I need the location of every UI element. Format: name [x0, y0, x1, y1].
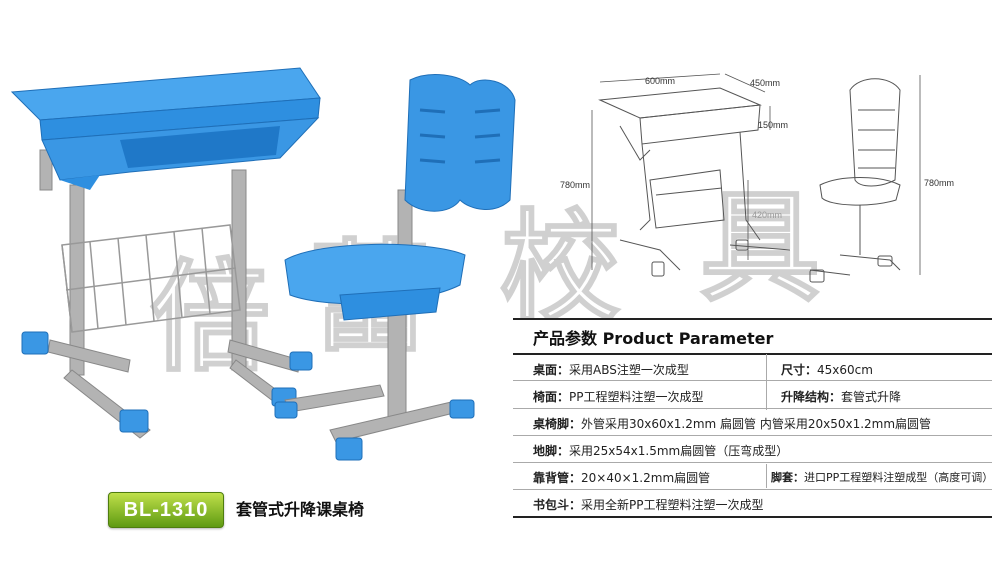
- legs-value: 外管采用30x60x1.2mm 扁圆管 内管采用20x50x1.2mm扁圆管: [581, 417, 932, 431]
- chair-seat: [284, 243, 466, 321]
- desk-chair-photo: [10, 67, 516, 461]
- product-name: 套管式升降课桌椅: [236, 500, 365, 519]
- size-label: 尺寸：: [781, 363, 818, 377]
- cap-label: 脚套：: [771, 471, 804, 484]
- chair-frame: [284, 189, 467, 443]
- row-divider: [513, 435, 992, 436]
- param-row-desktop: 桌面：采用ABS注塑一次成型: [533, 361, 689, 378]
- size-value: 45x60cm: [817, 363, 873, 377]
- param-row-cap: 脚套：进口PP工程塑料注塑成型（高度可调）: [771, 469, 993, 485]
- lift-label: 升降结构：: [781, 390, 842, 404]
- param-row-back: 靠背管：20×40×1.2mm扁圆管: [533, 469, 710, 486]
- lift-value: 套管式升降: [841, 390, 902, 404]
- back-value: 20×40×1.2mm扁圆管: [581, 471, 711, 485]
- dim-chair-height: 780mm: [924, 178, 955, 188]
- row-divider: [513, 408, 992, 409]
- param-row-lift: 升降结构：套管式升降: [781, 388, 901, 405]
- param-row-legs: 桌椅脚：外管采用30x60x1.2mm 扁圆管 内管采用20x50x1.2mm扁…: [533, 415, 931, 432]
- bag-label: 书包斗：: [533, 498, 582, 512]
- column-divider: [766, 464, 767, 488]
- chair-back: [404, 74, 516, 212]
- dim-seat-height: 420mm: [752, 210, 783, 220]
- cap-value: 进口PP工程塑料注塑成型（高度可调）: [804, 471, 994, 484]
- param-row-bag: 书包斗：采用全新PP工程塑料注塑一次成型: [533, 496, 764, 513]
- param-row-seat: 椅面：PP工程塑料注塑一次成型: [533, 388, 704, 405]
- desktop-label: 桌面：: [533, 363, 570, 377]
- bag-value: 采用全新PP工程塑料注塑一次成型: [581, 498, 764, 512]
- dim-desk-height: 780mm: [560, 180, 591, 190]
- chair-foot-caps: [274, 399, 475, 461]
- dim-width: 600mm: [645, 76, 676, 86]
- legs-label: 桌椅脚：: [533, 417, 582, 431]
- column-divider: [766, 354, 767, 410]
- desk-basket: [61, 224, 241, 333]
- dim-drawer: 150mm: [758, 120, 789, 130]
- desktop-value: 采用ABS注塑一次成型: [569, 363, 689, 377]
- row-divider: [513, 489, 992, 490]
- foot-value: 采用25x54x1.5mm扁圆管（压弯成型）: [569, 444, 789, 458]
- dimension-sketch: 600mm 450mm 150mm 780mm 420mm 780mm: [560, 70, 990, 300]
- parameter-title: 产品参数 Product Parameter: [533, 329, 774, 348]
- foot-label: 地脚：: [533, 444, 570, 458]
- parameter-title-bar: 产品参数 Product Parameter: [513, 318, 992, 355]
- seat-value: PP工程塑料注塑一次成型: [569, 390, 704, 404]
- back-label: 靠背管：: [533, 471, 582, 485]
- dim-depth: 450mm: [750, 78, 781, 88]
- row-divider: [513, 380, 992, 381]
- desk-top: [10, 67, 321, 190]
- model-badge: BL-1310: [108, 492, 224, 528]
- param-row-foot: 地脚：采用25x54x1.5mm扁圆管（压弯成型）: [533, 442, 788, 459]
- param-row-size: 尺寸：45x60cm: [781, 361, 873, 378]
- row-divider: [513, 462, 992, 463]
- desk-frame: [39, 149, 301, 439]
- seat-label: 椅面：: [533, 390, 570, 404]
- table-bottom-border: [513, 516, 992, 518]
- parameter-table: 产品参数 Product Parameter 桌面：采用ABS注塑一次成型 尺寸…: [513, 318, 993, 520]
